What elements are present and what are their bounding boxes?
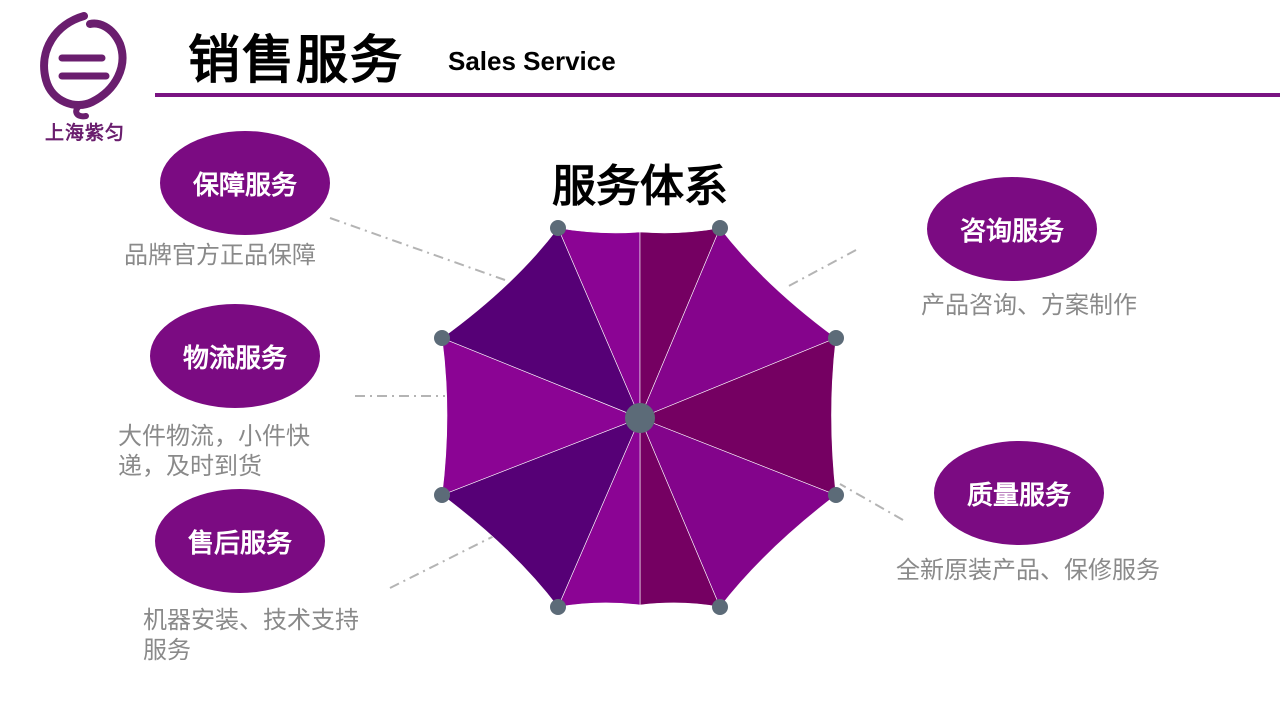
connector-shouhou [389, 521, 523, 589]
service-desc-shouhou: 机器安装、技术支持服务 [143, 606, 359, 664]
page-title: 销售服务 [188, 31, 405, 91]
service-desc-baozhang: 品牌官方正品保障 [124, 241, 316, 269]
service-oval-zixun: 咨询服务 [927, 177, 1097, 281]
umbrella-panel [639, 227, 837, 419]
umbrella-tip [712, 220, 728, 236]
service-oval-wuliu: 物流服务 [150, 304, 320, 408]
umbrella-panel [441, 417, 641, 608]
umbrella-panel [441, 227, 641, 419]
connector-zixun [784, 249, 857, 289]
connector-zhiliang [839, 483, 904, 521]
umbrella-tip [434, 487, 450, 503]
umbrella-tip [712, 599, 728, 615]
umbrella-panel [639, 337, 837, 496]
company-logo [40, 12, 127, 120]
umbrella-tip [550, 220, 566, 236]
umbrella-tip [828, 330, 844, 346]
service-desc-zixun: 产品咨询、方案制作 [921, 291, 1137, 319]
service-oval-shouhou: 售后服务 [155, 489, 325, 593]
umbrella-tip [434, 330, 450, 346]
diagram-title: 服务体系 [552, 161, 728, 212]
logo-text: 上海紫匀 [44, 122, 125, 144]
umbrella-tip [828, 487, 844, 503]
service-oval-baozhang: 保障服务 [160, 131, 330, 235]
umbrella-tip [550, 599, 566, 615]
service-desc-wuliu: 大件物流，小件快递，及时到货 [118, 422, 310, 480]
umbrella-panel [441, 337, 641, 496]
header-divider [155, 93, 1280, 97]
umbrella-panel [639, 417, 837, 608]
page-subtitle: Sales Service [448, 46, 616, 76]
connector-baozhang [329, 217, 506, 281]
umbrella-center [625, 403, 655, 433]
service-desc-zhiliang: 全新原装产品、保修服务 [896, 556, 1160, 584]
service-oval-zhiliang: 质量服务 [934, 441, 1104, 545]
